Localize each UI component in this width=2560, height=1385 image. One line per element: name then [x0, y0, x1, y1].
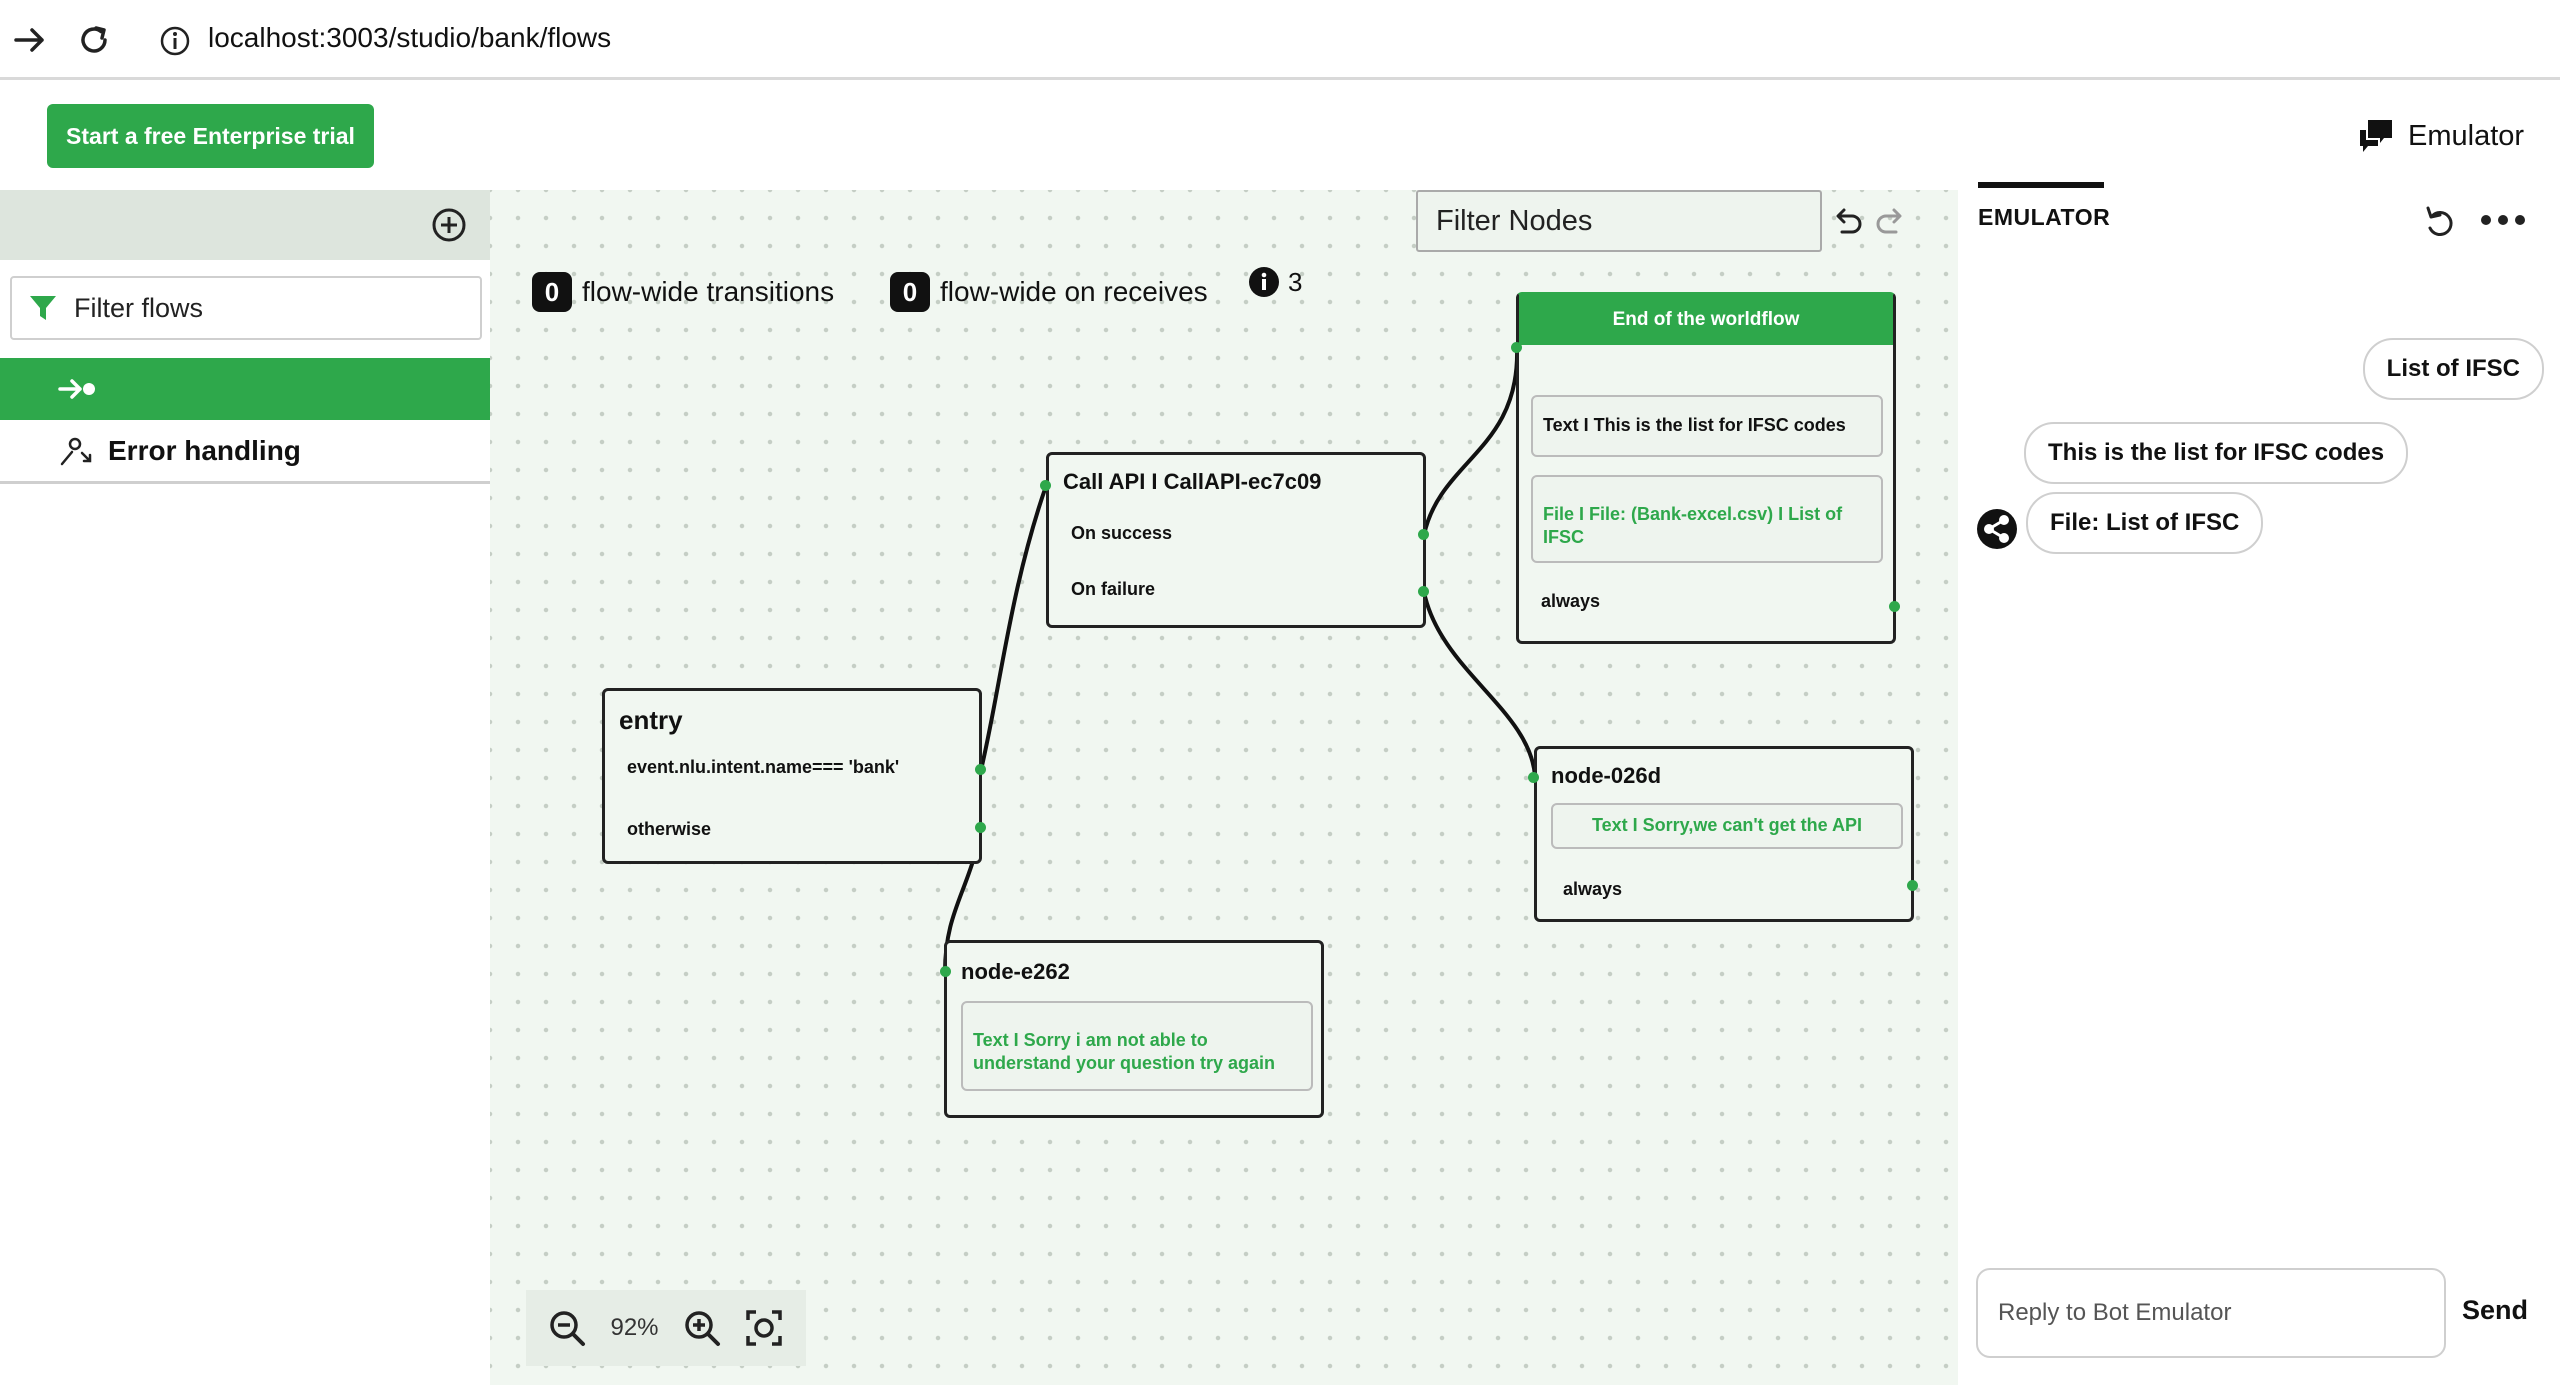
zoom-in-icon[interactable]: [682, 1308, 722, 1348]
tab-emulator[interactable]: EMULATOR: [1978, 204, 2111, 230]
sidebar-item-error-handling[interactable]: Error handling: [0, 420, 490, 484]
address-bar-url[interactable]: localhost:3003/studio/bank/flows: [208, 22, 612, 53]
entry-condition-port[interactable]: [975, 764, 986, 775]
call-api-success-port[interactable]: [1418, 529, 1429, 540]
node-e262-title: node-e262: [961, 959, 1070, 984]
node-026d-title: node-026d: [1551, 763, 1662, 788]
zoom-controls: 92%: [526, 1290, 806, 1366]
bot-message-bubble: This is the list for IFSC codes: [2024, 422, 2409, 484]
flow-wide-on-receives[interactable]: 0 flow-wide on receives: [890, 272, 1208, 312]
node-026d-always-transition[interactable]: always: [1563, 879, 1623, 899]
site-info-icon[interactable]: [158, 24, 192, 58]
user-message-bubble: List of IFSC: [2362, 338, 2544, 400]
on-receives-label: flow-wide on receives: [940, 276, 1208, 307]
filter-flows-input[interactable]: Filter flows: [10, 276, 482, 340]
call-api-on-success[interactable]: On success: [1071, 523, 1173, 543]
end-node-header: End of the worldflow: [1519, 295, 1893, 345]
node-e262-input-port[interactable]: [940, 966, 951, 977]
call-api-failure-port[interactable]: [1418, 586, 1429, 597]
call-api-input-port[interactable]: [1040, 480, 1051, 491]
flow-wide-transitions[interactable]: 0 flow-wide transitions: [532, 272, 834, 312]
sidebar-item-label: Error handling: [108, 434, 301, 466]
flow-canvas[interactable]: 0 flow-wide transitions 0 flow-wide on r…: [490, 190, 1958, 1385]
entry-otherwise-port[interactable]: [975, 822, 986, 833]
end-of-workflow-node[interactable]: End of the worldflow Text I This is the …: [1516, 292, 1896, 644]
emulator-toggle-label: Emulator: [2408, 119, 2525, 152]
end-node-input-port[interactable]: [1511, 342, 1522, 353]
end-node-text-card[interactable]: Text I This is the list for IFSC codes: [1531, 395, 1883, 457]
filter-icon: [30, 296, 56, 320]
node-026d-text-card[interactable]: Text I Sorry,we can't get the API: [1551, 803, 1903, 849]
enterprise-trial-button[interactable]: Start a free Enterprise trial: [47, 104, 374, 168]
node-e262[interactable]: node-e262 Text I Sorry i am not able to …: [944, 940, 1324, 1118]
entry-node[interactable]: entry event.nlu.intent.name=== 'bank' ot…: [602, 688, 982, 864]
transitions-count-badge: 0: [532, 272, 572, 312]
undo-icon[interactable]: [1830, 204, 1864, 238]
reply-input-placeholder: Reply to Bot Emulator: [1998, 1299, 2232, 1326]
emulator-toggle-button[interactable]: Emulator: [2356, 112, 2524, 160]
node-026d-input-port[interactable]: [1528, 772, 1539, 783]
filter-flows-placeholder: Filter flows: [74, 292, 204, 323]
zoom-level: 92%: [610, 1314, 659, 1341]
on-receives-count-badge: 0: [890, 272, 930, 312]
call-api-node[interactable]: Call API I CallAPI-ec7c09 On success On …: [1046, 452, 1426, 628]
reply-input[interactable]: Reply to Bot Emulator: [1976, 1268, 2446, 1358]
bot-avatar-share-icon: [1977, 509, 2017, 549]
transitions-label: flow-wide transitions: [582, 276, 835, 307]
sidebar-item-main-flow[interactable]: [0, 358, 490, 420]
end-node-file-card[interactable]: File I File: (Bank-excel.csv) I List of …: [1531, 475, 1883, 563]
entry-otherwise-transition[interactable]: otherwise: [627, 819, 712, 839]
sidebar-header: [0, 190, 490, 260]
chat-bubbles-icon: [2360, 120, 2392, 152]
send-button[interactable]: Send: [2462, 1295, 2529, 1325]
emulator-tab-indicator: [1978, 182, 2104, 188]
flows-sidebar: Filter flows Error handling: [0, 190, 490, 1385]
end-node-always-transition[interactable]: always: [1541, 591, 1601, 611]
error-handling-icon: [60, 437, 92, 465]
zoom-out-icon[interactable]: [547, 1308, 587, 1348]
add-flow-icon[interactable]: [430, 206, 468, 244]
filter-nodes-input[interactable]: Filter Nodes: [1416, 190, 1822, 252]
filter-nodes-placeholder: Filter Nodes: [1436, 204, 1593, 237]
entry-condition-transition[interactable]: event.nlu.intent.name=== 'bank': [627, 757, 900, 777]
node-e262-text-card[interactable]: Text I Sorry i am not able to understand…: [961, 1001, 1313, 1091]
entry-node-title: entry: [619, 705, 683, 735]
call-api-node-title: Call API I CallAPI-ec7c09: [1063, 469, 1322, 494]
info-icon: [1249, 267, 1279, 297]
info-indicator[interactable]: 3: [1248, 266, 1302, 298]
bot-file-message-bubble[interactable]: File: List of IFSC: [2026, 492, 2264, 554]
reset-conversation-icon[interactable]: [2420, 202, 2458, 240]
redo-icon[interactable]: [1874, 204, 1908, 238]
call-api-on-failure[interactable]: On failure: [1071, 579, 1156, 599]
fit-view-icon[interactable]: [744, 1308, 784, 1348]
end-node-always-port[interactable]: [1889, 601, 1900, 612]
node-026d[interactable]: node-026d Text I Sorry,we can't get the …: [1534, 746, 1914, 922]
info-count: 3: [1288, 266, 1303, 297]
node-026d-always-port[interactable]: [1907, 880, 1918, 891]
more-options-icon[interactable]: [2478, 210, 2528, 230]
browser-bar: localhost:3003/studio/bank/flows: [0, 0, 2560, 80]
reload-icon[interactable]: [74, 20, 114, 60]
forward-arrow-icon[interactable]: [10, 20, 50, 60]
emulator-panel: EMULATOR List of IFSC This is the list f…: [1958, 180, 2560, 1385]
main-flow-icon: [58, 379, 95, 399]
